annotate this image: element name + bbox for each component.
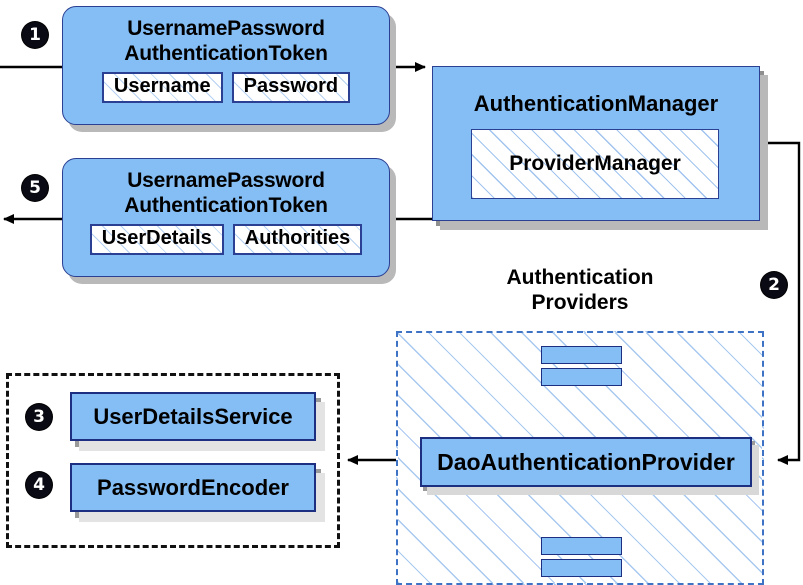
user-details-service-card[interactable]: UserDetailsService <box>70 392 316 441</box>
field-username-label: Username <box>113 75 211 97</box>
password-encoder-card[interactable]: PasswordEncoder <box>70 463 316 512</box>
collapsed-provider-bar-3[interactable] <box>541 537 622 555</box>
response-token-title-line2: AuthenticationToken <box>124 194 328 217</box>
field-authorities: Authorities <box>232 224 363 255</box>
response-token-fields: UserDetails Authorities <box>63 224 389 255</box>
step-marker-4: 4 <box>26 472 52 498</box>
authentication-manager-title: AuthenticationManager <box>473 91 719 116</box>
request-token-card[interactable]: UsernamePassword AuthenticationToken Use… <box>62 6 390 125</box>
password-encoder-label: PasswordEncoder <box>97 474 289 500</box>
step-marker-1: 1 <box>22 22 48 48</box>
collapsed-provider-bar-2[interactable] <box>541 368 622 386</box>
field-password-label: Password <box>243 75 339 97</box>
authentication-providers-label: Authentication Providers <box>470 265 690 315</box>
request-token-title: UsernamePassword AuthenticationToken <box>63 7 389 66</box>
user-details-service-label: UserDetailsService <box>93 403 293 429</box>
provider-manager-box[interactable]: ProviderManager <box>471 129 719 199</box>
response-token-title: UsernamePassword AuthenticationToken <box>63 159 389 218</box>
step-marker-2: 2 <box>761 272 787 298</box>
field-userdetails: UserDetails <box>89 224 224 255</box>
dao-authentication-provider-card[interactable]: DaoAuthenticationProvider <box>420 437 752 487</box>
dao-authentication-provider-label: DaoAuthenticationProvider <box>437 448 735 475</box>
field-userdetails-label: UserDetails <box>101 227 212 249</box>
request-token-title-line2: AuthenticationToken <box>124 42 328 65</box>
field-password: Password <box>231 72 351 103</box>
response-token-title-line1: UsernamePassword <box>127 169 325 192</box>
collapsed-provider-bar-1[interactable] <box>541 346 622 364</box>
provider-manager-label: ProviderManager <box>509 152 681 175</box>
authentication-manager-card[interactable]: AuthenticationManager ProviderManager <box>432 66 760 221</box>
request-token-title-line1: UsernamePassword <box>127 17 325 40</box>
components-group <box>6 373 340 548</box>
wire-manager-to-provider <box>758 141 801 465</box>
response-token-card[interactable]: UsernamePassword AuthenticationToken Use… <box>62 158 390 277</box>
request-token-fields: Username Password <box>63 72 389 103</box>
providers-label-line1: Authentication <box>506 266 654 289</box>
step-marker-3: 3 <box>26 404 52 430</box>
step-marker-5: 5 <box>22 175 48 201</box>
providers-label-line2: Providers <box>531 291 629 314</box>
collapsed-provider-bar-4[interactable] <box>541 559 622 577</box>
field-username: Username <box>101 72 223 103</box>
field-authorities-label: Authorities <box>244 227 351 249</box>
